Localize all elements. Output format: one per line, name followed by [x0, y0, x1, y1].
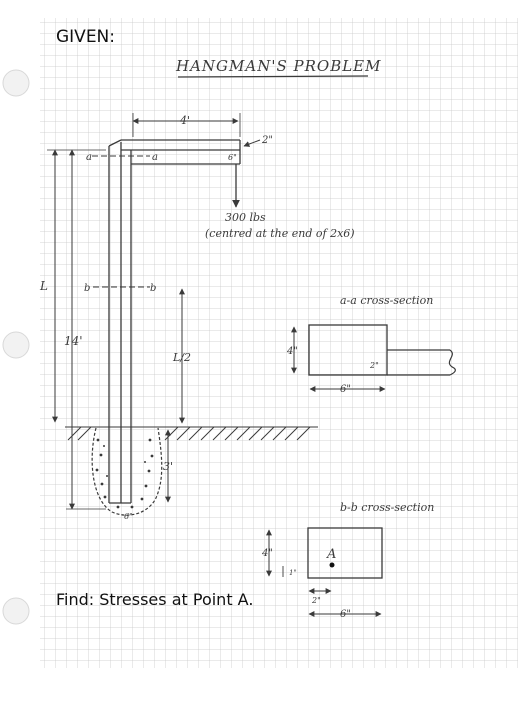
- half-length-label: L/2: [172, 351, 191, 364]
- point-a-label: A: [326, 547, 336, 562]
- pole: [108, 139, 132, 504]
- base-width-label: 6": [124, 512, 133, 521]
- cross-arm: [121, 139, 241, 165]
- binder-hole-middle: [2, 331, 30, 359]
- binder-hole-top: [2, 69, 30, 97]
- title-underline: [177, 75, 369, 78]
- find-statement: Find: Stresses at Point A.: [56, 590, 253, 609]
- section-b-left-label: b: [84, 283, 90, 294]
- load-label: 300 lbs: [225, 211, 266, 224]
- embed-depth-label: 3': [163, 460, 173, 473]
- gravel-fill: [95, 438, 154, 509]
- point-horizontal-offset-label: 2": [311, 596, 321, 605]
- section-aa-break-symbol: [448, 349, 456, 376]
- section-a-right-label: a: [152, 152, 158, 163]
- arm-depth-label: 6": [228, 153, 237, 162]
- section-aa-arm-label: 2": [369, 361, 379, 370]
- arm-length-label: 4': [179, 114, 190, 127]
- pole-height-label: 14': [64, 334, 83, 348]
- total-length-label: L: [39, 279, 48, 293]
- footing-hole: [91, 427, 163, 516]
- point-vertical-offset-label: 1": [289, 569, 297, 577]
- section-b-right-label: b: [150, 283, 156, 294]
- binder-hole-bottom: [2, 597, 30, 625]
- section-bb-height-label: 4": [261, 548, 273, 559]
- section-a-left-label: a: [86, 152, 92, 163]
- problem-title: HANGMAN'S PROBLEM: [175, 57, 381, 75]
- section-bb-title: b-b cross-section: [340, 501, 434, 514]
- section-bb-rectangle: [307, 527, 383, 579]
- arm-thickness-label: 2": [261, 135, 273, 146]
- section-aa-title: a-a cross-section: [340, 294, 433, 307]
- section-bb-width-label: 6": [340, 609, 351, 620]
- given-label: GIVEN:: [56, 27, 115, 47]
- load-note: (centred at the end of 2x6): [205, 227, 355, 240]
- section-aa-height-label: 4": [286, 346, 298, 357]
- graph-paper-grid: [40, 18, 518, 668]
- ground-surface: [65, 426, 318, 441]
- section-aa-width-label: 6": [340, 384, 351, 395]
- point-a-marker: [329, 562, 335, 568]
